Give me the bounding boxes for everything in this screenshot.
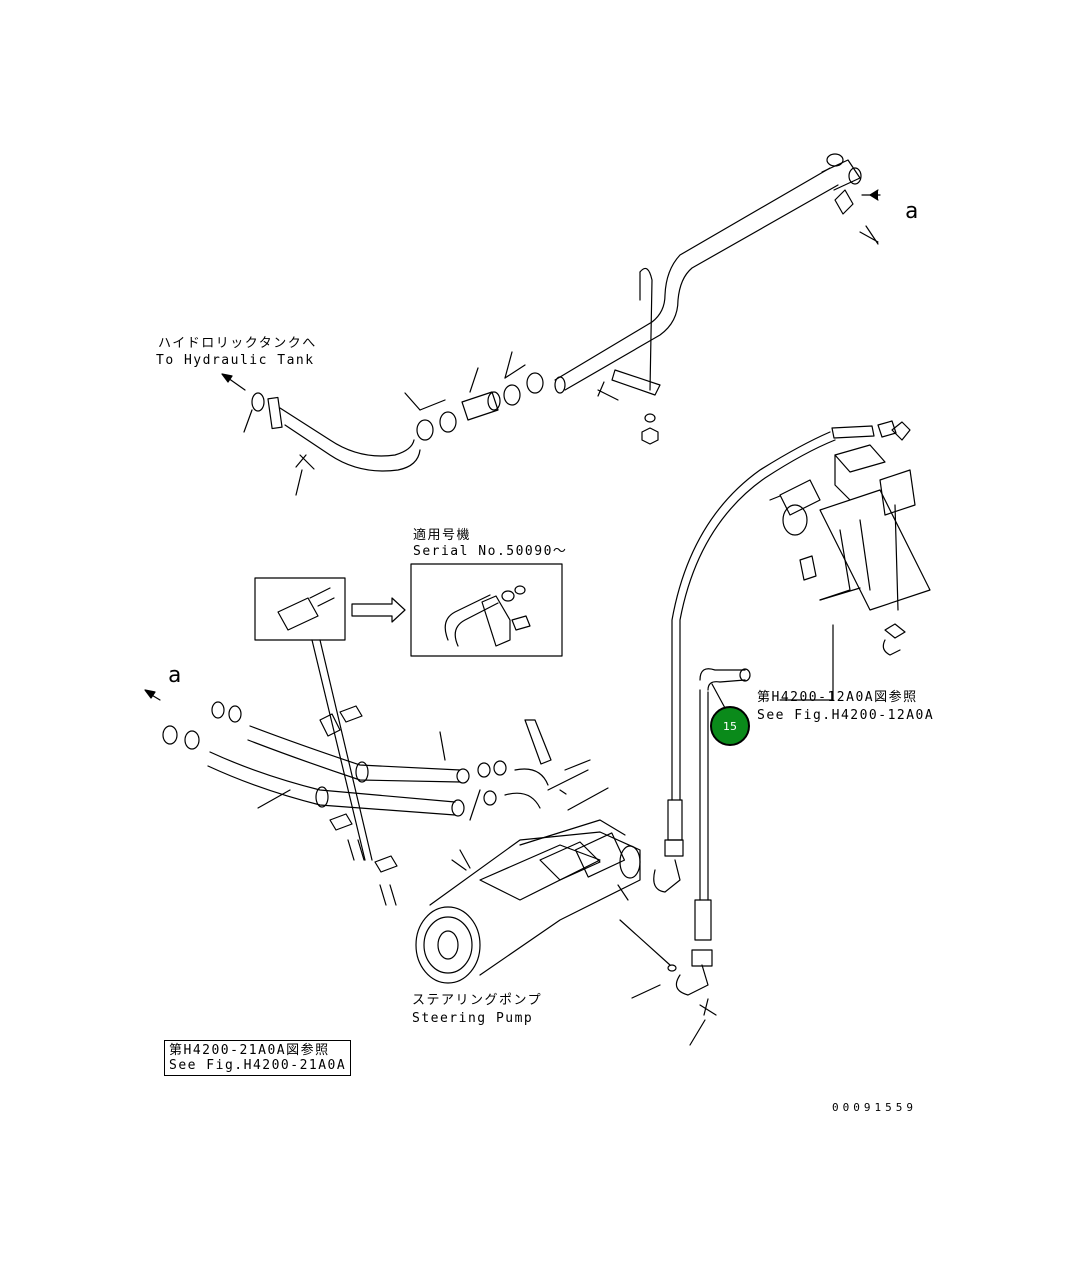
serial-label-jp: 適用号機	[413, 528, 472, 543]
ref-a-top: a	[905, 199, 919, 224]
fig21-ref-en: See Fig.H4200-21A0A	[169, 1058, 347, 1073]
pump-label-jp: ステアリングポンプ	[412, 993, 543, 1008]
serial-detail-box	[410, 563, 563, 657]
fig21-ref-jp: 第H4200-21A0A図参照	[169, 1043, 330, 1058]
drawing-number: 00091559	[832, 1101, 917, 1114]
return-pipe-assembly	[221, 153, 881, 496]
part-callout-15[interactable]: 15	[710, 706, 750, 746]
suction-hose-assembly	[144, 689, 552, 906]
fig12-ref-en: See Fig.H4200-12A0A	[757, 708, 935, 723]
steering-pump	[415, 759, 677, 999]
clamp-detail-box	[254, 577, 373, 861]
fig12-ref-jp: 第H4200-12A0A図参照	[757, 690, 918, 705]
transition-arrow	[351, 597, 406, 623]
pump-label-en: Steering Pump	[412, 1011, 534, 1026]
pressure-hose-assembly	[653, 420, 911, 1046]
to-tank-label-en: To Hydraulic Tank	[156, 353, 315, 368]
to-tank-label-jp: ハイドロリックタンクへ	[158, 336, 317, 351]
serial-label-en: Serial No.50090～	[413, 544, 568, 559]
valve-bracket-assembly	[769, 444, 931, 701]
callout-leader	[711, 683, 726, 709]
ref-a-left: a	[168, 663, 182, 688]
callout-number: 15	[723, 719, 737, 733]
fig21-reference-box: 第H4200-21A0A図参照 See Fig.H4200-21A0A	[164, 1040, 352, 1076]
